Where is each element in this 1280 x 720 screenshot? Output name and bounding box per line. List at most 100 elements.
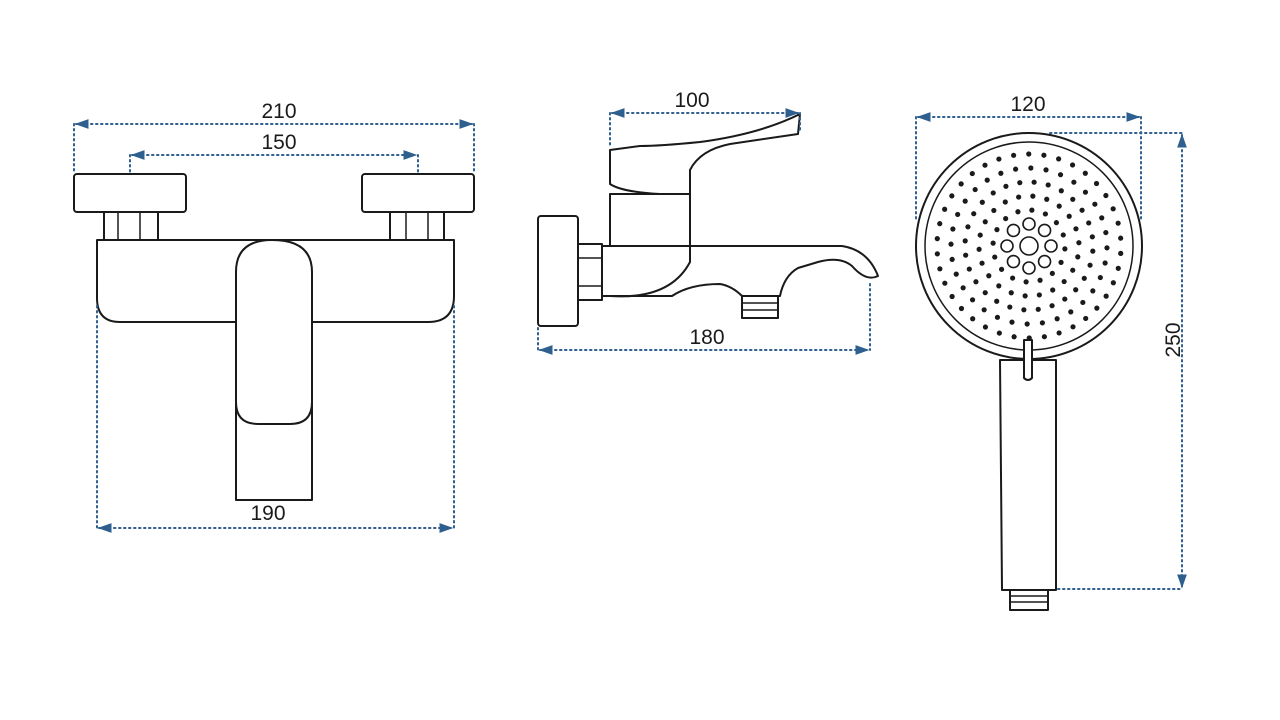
- spray-nozzle: [1087, 262, 1093, 268]
- shower-mode-tab: [1023, 339, 1033, 381]
- spray-nozzle: [1104, 245, 1110, 251]
- spray-nozzle: [1016, 194, 1022, 200]
- inner-nozzle: [1006, 223, 1021, 238]
- spray-nozzle: [1002, 199, 1008, 205]
- spray-nozzle: [1102, 260, 1108, 266]
- spout-underside: [609, 245, 691, 298]
- spray-nozzle: [1080, 299, 1086, 306]
- spray-nozzle: [994, 298, 1000, 304]
- spray-nozzle: [996, 283, 1002, 289]
- spray-nozzle: [1092, 201, 1098, 207]
- spray-nozzle: [1042, 211, 1048, 217]
- side-lever: [609, 113, 801, 195]
- spray-nozzle: [948, 241, 954, 247]
- spray-nozzle: [992, 254, 998, 260]
- spray-nozzle: [1099, 215, 1105, 221]
- inner-nozzle: [1022, 261, 1036, 275]
- spray-nozzle: [1082, 189, 1089, 195]
- spray-nozzle: [1011, 334, 1017, 340]
- left-connector-plate: [73, 173, 187, 213]
- shower-handle: [999, 359, 1057, 591]
- spray-nozzle: [962, 238, 968, 244]
- spray-nozzle: [1086, 220, 1092, 226]
- spray-nozzle: [1050, 287, 1056, 293]
- side-aerator: [741, 295, 779, 319]
- spray-nozzle: [1118, 250, 1124, 256]
- spray-nozzle: [1015, 209, 1021, 215]
- spray-nozzle: [960, 285, 966, 291]
- spray-nozzle: [1070, 324, 1076, 330]
- spray-nozzle: [982, 219, 988, 225]
- spray-nozzle: [1068, 309, 1074, 315]
- spray-nozzle: [981, 307, 987, 313]
- spray-nozzle: [1070, 196, 1076, 202]
- spray-nozzle: [1056, 203, 1062, 209]
- dim-label-inlet-spacing: 150: [261, 131, 296, 154]
- dim-label-lever-length: 100: [674, 89, 709, 112]
- right-eccentric-connector: [389, 211, 445, 245]
- dim-label-depth: 180: [689, 326, 724, 349]
- shower-thread-connector: [1009, 589, 1049, 611]
- spray-nozzle: [1028, 165, 1034, 171]
- spray-nozzle: [1024, 321, 1030, 327]
- spray-nozzle: [1023, 279, 1029, 285]
- side-wall-plate: [537, 215, 579, 327]
- spray-nozzle: [949, 293, 955, 300]
- spray-nozzle: [1071, 179, 1077, 185]
- side-hex-nut: [577, 243, 603, 301]
- spray-nozzle: [1081, 275, 1087, 281]
- spray-nozzle: [1070, 267, 1076, 273]
- spray-nozzle: [1110, 280, 1116, 286]
- spray-nozzle: [986, 273, 992, 279]
- spray-nozzle: [1022, 293, 1028, 299]
- spray-nozzle: [1026, 335, 1032, 341]
- spray-nozzle: [1017, 180, 1023, 186]
- inner-nozzle: [1022, 217, 1036, 231]
- spray-nozzle: [970, 316, 976, 322]
- lever-face: [235, 271, 313, 425]
- spray-nozzle: [1036, 292, 1042, 298]
- spray-nozzle: [1073, 226, 1079, 232]
- spray-nozzle: [1110, 206, 1116, 212]
- spray-nozzle: [982, 290, 988, 296]
- spray-nozzle: [1066, 213, 1072, 219]
- spray-nozzle: [1056, 156, 1062, 162]
- spray-nozzle: [1118, 235, 1124, 241]
- front-view: 210 150 190: [73, 100, 475, 533]
- spray-nozzle: [1058, 188, 1064, 194]
- spray-nozzle: [1045, 182, 1051, 188]
- spray-nozzle: [994, 227, 1000, 233]
- spray-nozzle: [1012, 166, 1019, 172]
- spray-nozzle: [1057, 172, 1064, 178]
- right-connector-plate: [361, 173, 475, 213]
- spray-nozzle: [966, 266, 972, 272]
- spray-nozzle: [1026, 151, 1032, 157]
- spray-nozzle: [1003, 215, 1009, 222]
- spray-nozzle: [982, 324, 989, 330]
- spray-nozzle: [1049, 270, 1055, 277]
- spray-nozzle: [955, 211, 961, 218]
- spray-nozzle: [942, 280, 948, 286]
- dim-label-head-diameter: 120: [1010, 93, 1045, 116]
- spray-nozzle: [1058, 259, 1064, 265]
- spray-nozzle: [1094, 305, 1100, 311]
- spray-nozzle: [990, 240, 996, 246]
- spray-nozzle: [1039, 320, 1046, 326]
- spray-nozzle: [1079, 207, 1085, 213]
- spray-nozzle: [1069, 162, 1076, 168]
- spray-nozzle: [1031, 179, 1037, 185]
- spray-nozzle: [965, 224, 971, 230]
- spray-nozzle: [937, 221, 943, 227]
- spray-nozzle: [1073, 287, 1079, 293]
- dim-label-overall-width: 210: [261, 100, 296, 123]
- spray-nozzle: [1082, 170, 1088, 176]
- spray-nozzle: [1037, 277, 1043, 283]
- spray-nozzle: [1043, 167, 1049, 173]
- spray-nozzle: [1062, 246, 1068, 252]
- spray-nozzle: [1090, 288, 1096, 294]
- spray-nozzle: [1056, 330, 1062, 336]
- spray-nozzle: [1041, 334, 1047, 340]
- nozzle-pattern: [934, 151, 1124, 341]
- spray-nozzle: [1010, 275, 1016, 281]
- spray-nozzle: [984, 177, 990, 183]
